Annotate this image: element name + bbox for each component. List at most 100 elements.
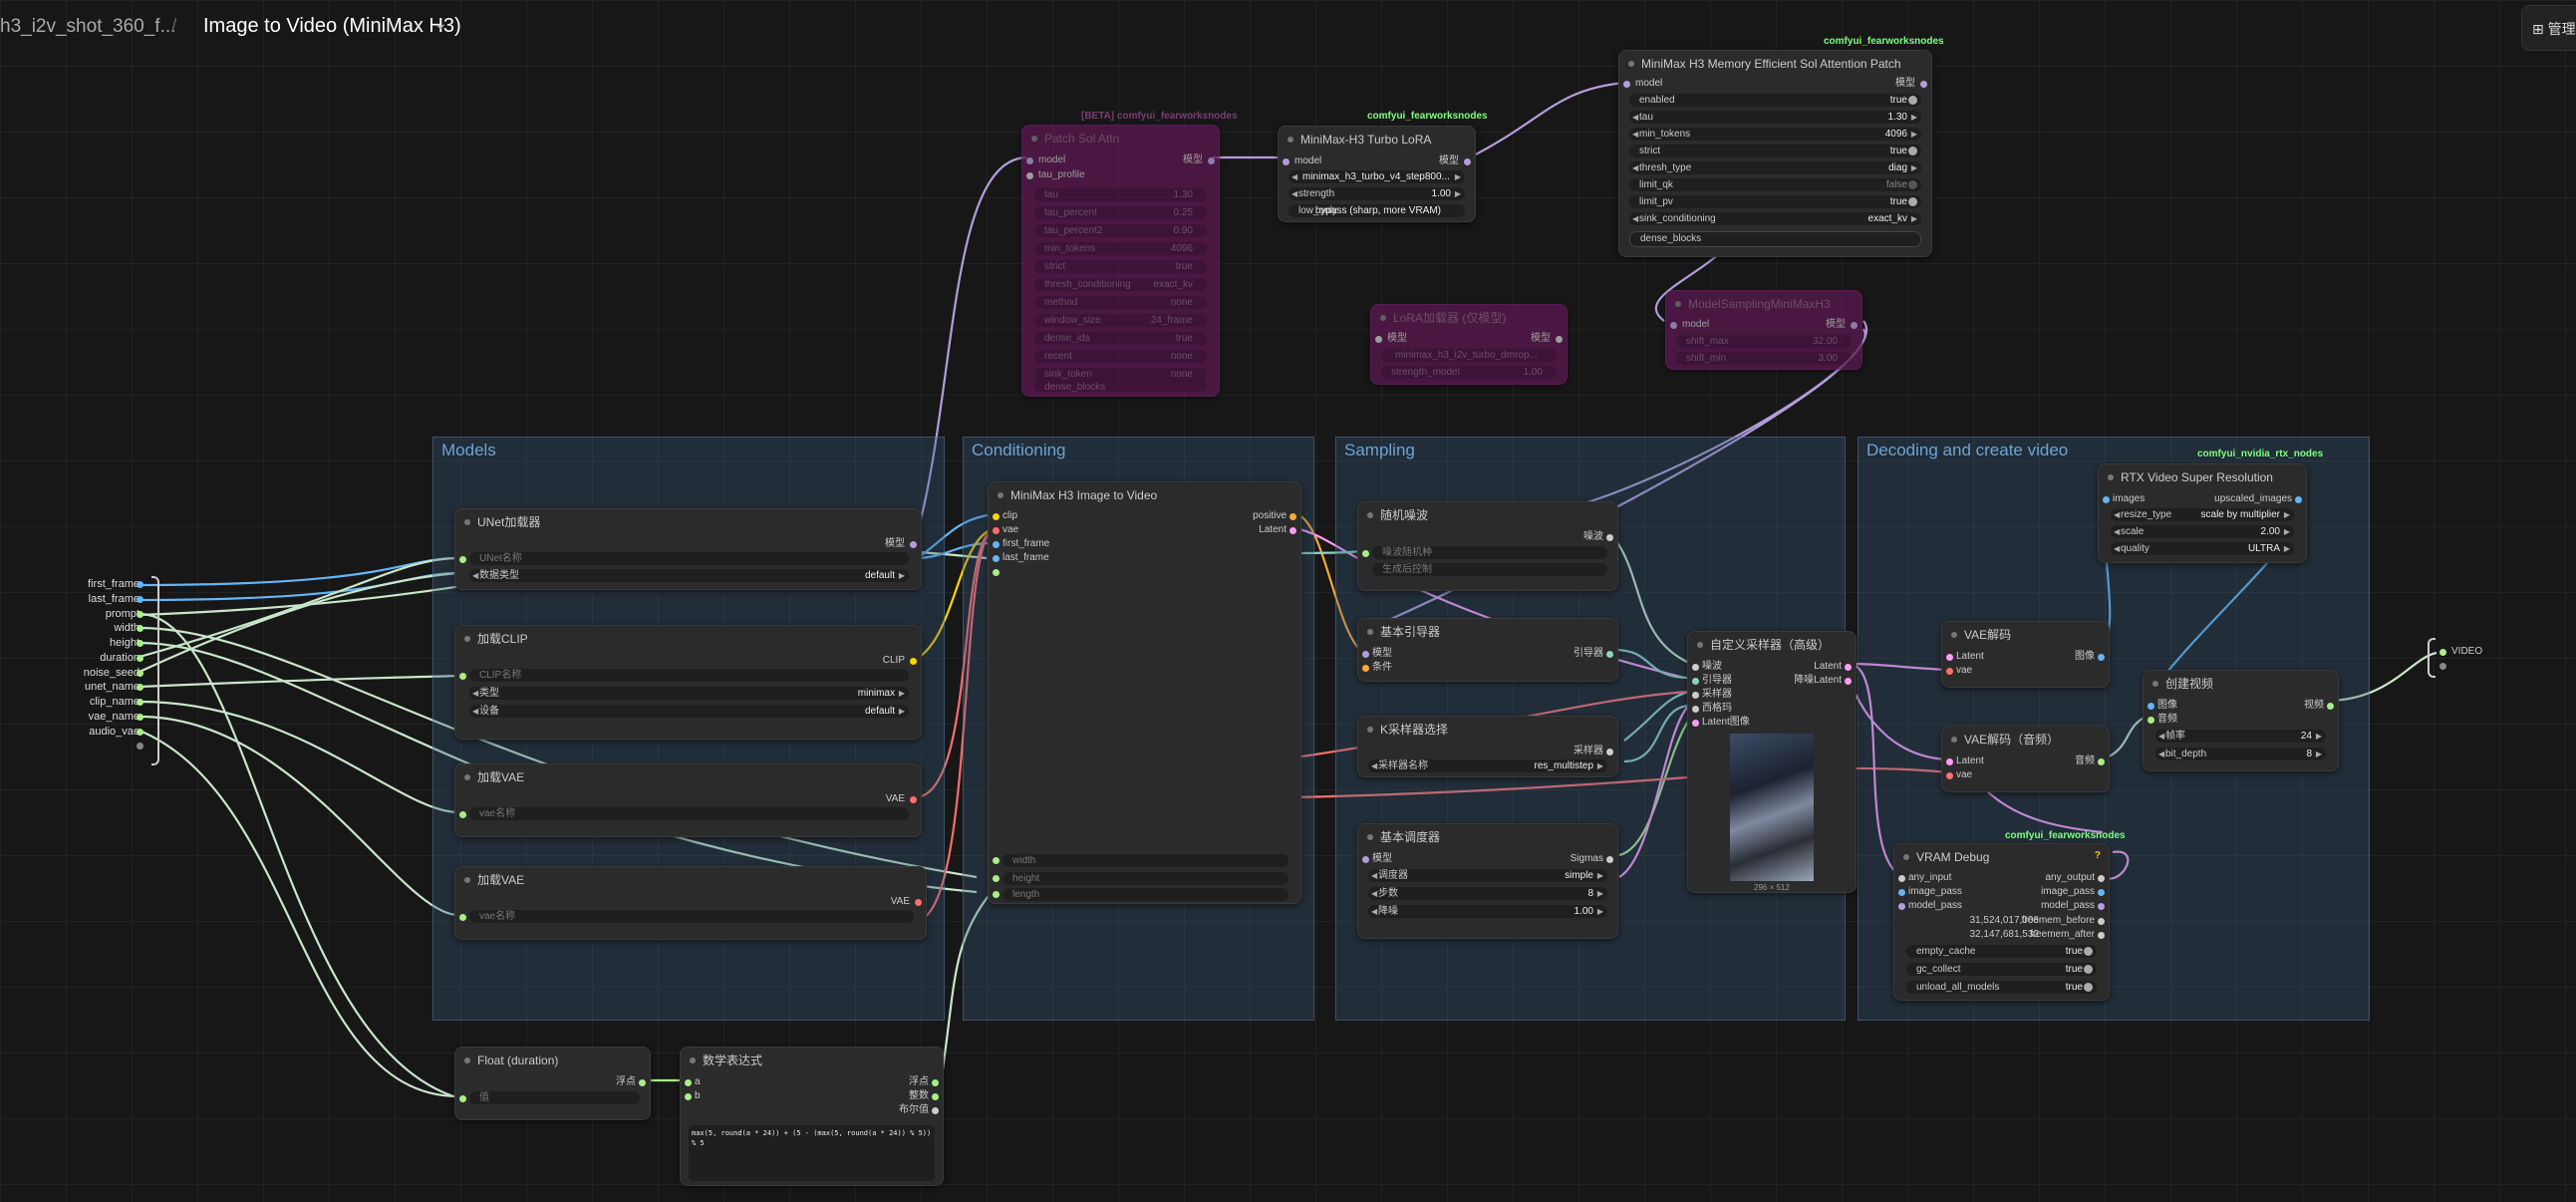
node-collapse-dot[interactable] (464, 774, 470, 780)
output-socket[interactable] (2295, 496, 2302, 503)
node-turbo-lora[interactable]: MiniMax-H3 Turbo LoRA model 模型 ◀minimax_… (1278, 126, 1476, 222)
decrement-icon[interactable]: ◀ (2114, 544, 2121, 553)
output-socket[interactable] (1920, 81, 1927, 88)
workflow-tab[interactable]: h3_i2v_shot_360_f... (0, 16, 176, 37)
output-socket[interactable] (1845, 678, 1852, 685)
input-socket[interactable] (137, 611, 143, 618)
input-socket[interactable] (1362, 856, 1369, 863)
output-socket[interactable] (915, 899, 922, 906)
output-socket[interactable] (2098, 654, 2105, 661)
input-socket[interactable] (1898, 875, 1905, 882)
input-socket[interactable] (137, 699, 143, 706)
node-random-noise[interactable]: 随机噪波 噪波 噪波随机种 生成后控制 (1357, 501, 1618, 591)
decrement-icon[interactable]: ◀ (1371, 871, 1378, 880)
output-socket[interactable] (1208, 157, 1215, 164)
widget-control-after[interactable]: 生成后控制 (1372, 563, 1607, 576)
input-socket[interactable] (1362, 651, 1369, 658)
node-collapse-dot[interactable] (1367, 512, 1373, 518)
manager-button[interactable]: ⊞ 管理 (2521, 5, 2576, 51)
node-collapse-dot[interactable] (1367, 834, 1373, 840)
input-socket[interactable] (137, 581, 143, 588)
increment-icon[interactable]: ▶ (2283, 510, 2290, 519)
decrement-icon[interactable]: ◀ (2158, 750, 2165, 758)
increment-icon[interactable]: ▶ (1596, 761, 1603, 770)
toggle-icon[interactable] (2084, 947, 2093, 956)
node-collapse-dot[interactable] (1031, 136, 1037, 142)
node-memory-sol-attention-patch[interactable]: MiniMax H3 Memory Efficient Sol Attentio… (1618, 50, 1932, 257)
node-collapse-dot[interactable] (464, 877, 470, 883)
input-socket[interactable] (459, 1095, 466, 1102)
expression-editor[interactable]: max(5, round(a * 24)) + (5 - (max(5, rou… (689, 1125, 935, 1181)
increment-icon[interactable]: ▶ (1910, 214, 1917, 223)
input-socket[interactable] (1362, 665, 1369, 672)
output-socket[interactable] (2439, 649, 2446, 656)
input-socket[interactable] (1946, 668, 1953, 675)
output-socket[interactable] (1289, 513, 1296, 520)
input-socket[interactable] (1283, 158, 1289, 165)
output-socket[interactable] (2098, 758, 2105, 765)
input-socket[interactable] (137, 596, 143, 603)
node-vae-decode-audio[interactable]: VAE解码（音频） Latent vae 音频 (1941, 726, 2110, 792)
input-socket[interactable] (137, 684, 143, 691)
input-socket[interactable] (993, 527, 1000, 534)
node-collapse-dot[interactable] (1367, 727, 1373, 733)
node-collapse-dot[interactable] (1288, 137, 1293, 143)
input-socket[interactable] (1946, 772, 1953, 779)
decrement-icon[interactable]: ◀ (472, 707, 479, 716)
output-socket[interactable] (932, 1079, 939, 1086)
widget-dense-blocks[interactable]: dense_blocks (1629, 231, 1921, 247)
increment-icon[interactable]: ▶ (1454, 172, 1461, 181)
workflow-title[interactable]: Image to Video (MiniMax H3) (203, 15, 461, 37)
increment-icon[interactable]: ▶ (898, 689, 905, 698)
node-collapse-dot[interactable] (1903, 854, 1909, 860)
output-socket[interactable] (1606, 534, 1613, 541)
widget-dense-blocks[interactable]: dense_blocks (1034, 381, 1207, 393)
output-socket[interactable] (2439, 663, 2446, 670)
increment-icon[interactable]: ▶ (1910, 113, 1917, 122)
toggle-icon[interactable] (1908, 197, 1917, 206)
output-socket[interactable] (2098, 875, 2105, 882)
node-collapse-dot[interactable] (998, 492, 1003, 498)
node-collapse-dot[interactable] (1380, 315, 1386, 321)
input-socket[interactable] (1692, 706, 1699, 713)
widget-vae-name[interactable]: vae名称 (469, 807, 909, 820)
decrement-icon[interactable]: ◀ (1632, 214, 1639, 223)
chevron-down-icon[interactable]: ⌄ (432, 13, 448, 34)
preview-image[interactable] (1730, 734, 1814, 881)
node-collapse-dot[interactable] (464, 636, 470, 642)
node-collapse-dot[interactable] (464, 1057, 470, 1063)
increment-icon[interactable]: ▶ (2315, 732, 2322, 741)
input-socket[interactable] (993, 555, 1000, 562)
output-socket[interactable] (1556, 336, 1563, 343)
widget-clip-name[interactable]: CLIP名称 (469, 669, 909, 682)
widget-lora-name[interactable]: minimax_h3_i2v_turbo_dmrop... (1381, 349, 1557, 362)
input-socket[interactable] (993, 891, 1000, 898)
input-socket[interactable] (993, 857, 1000, 864)
output-socket[interactable] (1845, 664, 1852, 671)
increment-icon[interactable]: ▶ (1596, 889, 1603, 898)
input-socket[interactable] (993, 875, 1000, 882)
